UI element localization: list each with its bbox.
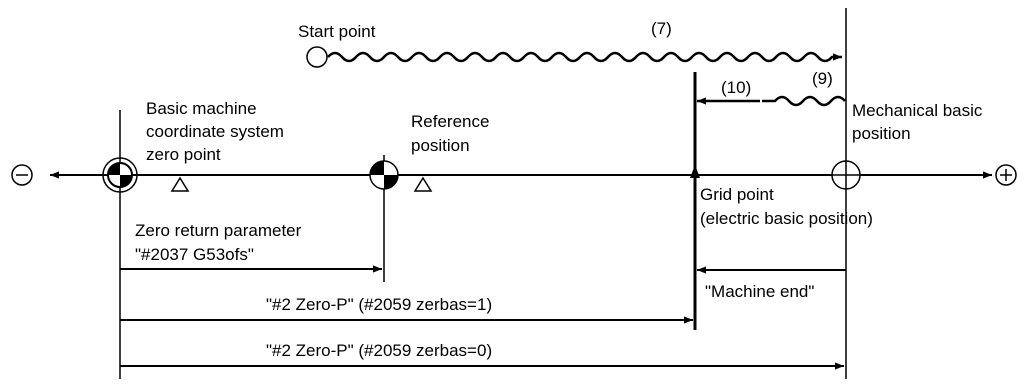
start-point-label: Start point xyxy=(298,22,376,41)
zerbas0-label: "#2 Zero-P" (#2059 zerbas=0) xyxy=(266,341,492,360)
grid-point-marker xyxy=(690,165,700,178)
reference-position-icon xyxy=(369,160,399,190)
machine-end-label: "Machine end" xyxy=(705,282,814,301)
plus-direction-icon xyxy=(995,164,1017,186)
basic-zero-label-line-2: coordinate system xyxy=(146,122,284,141)
reference-label-line-2: position xyxy=(411,136,470,155)
mechanical-basic-label-line-2: position xyxy=(852,124,911,143)
step-9-label: (9) xyxy=(812,69,833,88)
grid-point-label-line-2: (electric basic position) xyxy=(700,209,873,228)
zero-return-parameter-label-line-1: Zero return parameter xyxy=(135,221,302,240)
minus-direction-icon xyxy=(11,164,33,186)
zerbas1-label: "#2 Zero-P" (#2059 zerbas=1) xyxy=(266,295,492,314)
mechanical-basic-position-icon xyxy=(831,160,861,190)
wave-path-7 xyxy=(327,51,842,63)
start-point-icon xyxy=(306,46,328,68)
zero-return-parameter-label-line-2: "#2037 G53ofs" xyxy=(135,245,254,264)
reference-triangle-icon xyxy=(413,176,433,192)
step-7-label: (7) xyxy=(651,19,672,38)
basic-zero-label-line-1: Basic machine xyxy=(146,99,257,118)
step-10-label: (10) xyxy=(721,78,751,97)
reference-label-line-1: Reference xyxy=(411,112,489,131)
wave-path-9 xyxy=(762,95,846,107)
mechanical-basic-label-line-1: Mechanical basic xyxy=(852,101,983,120)
zero-point-triangle-icon xyxy=(170,176,190,192)
basic-zero-label-line-3: zero point xyxy=(146,145,221,164)
basic-zero-point-icon xyxy=(102,157,138,193)
grid-point-label-line-1: Grid point xyxy=(700,185,774,204)
